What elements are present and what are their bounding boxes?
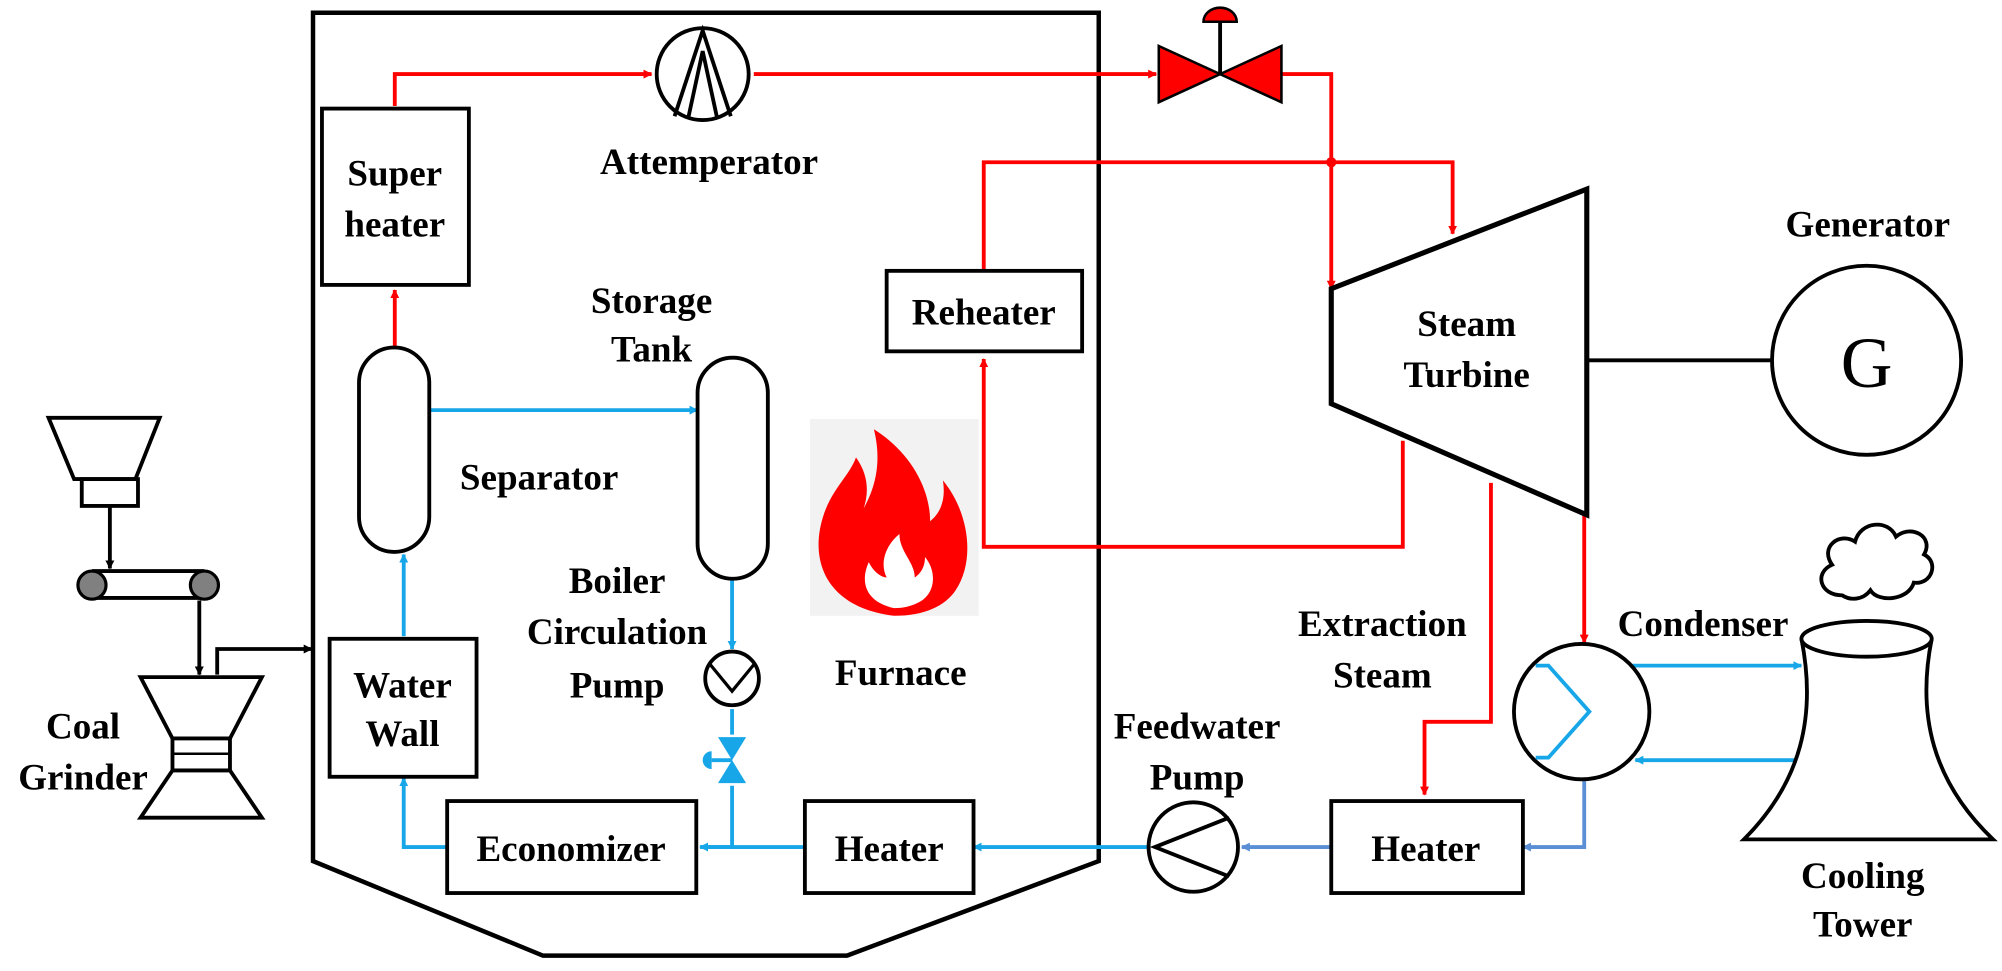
bcp-label-line2: Circulation [527,612,708,653]
coal-grinder-label-line1: Coal [46,706,120,747]
reheater-label: Reheater [912,293,1056,334]
attemperator-label: Attemperator [600,142,818,183]
economizer-label: Economizer [476,829,665,870]
steam-junction-dot [1326,157,1337,168]
feedwater-pump-label-line1: Feedwater [1114,706,1281,747]
steam-cloud-icon [1819,522,1935,601]
feedwater-pump: Feedwater Pump [1114,706,1281,894]
furnace-label: Furnace [835,653,967,694]
bcp-label-line3: Pump [570,666,665,707]
superheater-label-line2: heater [344,204,445,245]
separator-label: Separator [460,457,618,498]
storage-tank-label-line1: Storage [591,281,712,322]
cooling-tower: Cooling Tower [1739,618,1998,945]
generator: G Generator [1770,204,1964,457]
attemperator: Attemperator [600,24,818,183]
reheater: Reheater [884,268,1085,354]
condenser-label: Condenser [1618,604,1789,645]
condenser: Condenser [1512,604,1789,782]
condensate-lines [1240,778,1587,852]
storage-tank-label-line2: Tank [611,330,692,371]
steam-turbine: Steam Turbine [1328,185,1590,519]
turbine-label-line1: Steam [1417,304,1516,345]
heater-inner: Heater [802,799,976,895]
storage-tank: Storage Tank [591,281,770,581]
cooling-tower-label-line2: Tower [1813,904,1912,945]
turbine-label-line2: Turbine [1404,355,1530,396]
generator-label: Generator [1786,204,1951,245]
circulation-valve-icon [702,737,747,784]
superheater-label-line1: Super [347,153,442,194]
extraction-steam-label-line2: Steam [1333,655,1432,696]
separator: Separator [357,345,618,554]
heater-outer-label: Heater [1371,829,1480,870]
boiler-circulation-pump: Boiler Circulation Pump [527,561,761,708]
coal-grinder-label-line2: Grinder [18,758,148,799]
superheater: Super heater [320,106,471,287]
water-wall-label-line1: Water [353,666,452,707]
water-wall-label-line2: Wall [365,714,439,755]
boiler-enclosure [310,10,1101,958]
heater-inner-label: Heater [835,829,944,870]
extraction-steam-label-line1: Extraction [1298,604,1467,645]
coal-hopper-icon [45,415,163,508]
feedwater-pump-label-line2: Pump [1150,758,1245,799]
furnace-flame-icon [809,419,979,616]
water-wall: Water Wall [327,636,479,779]
coal-conveyor-icon [76,569,221,601]
heater-outer: Heater [1329,799,1525,895]
bcp-label-line1: Boiler [569,561,666,602]
economizer: Economizer [445,799,699,895]
coal-feed-lines [105,505,313,676]
coal-grinder: Coal Grinder [18,675,266,820]
control-valve-icon [1157,6,1283,105]
cooling-tower-label-line1: Cooling [1801,856,1925,897]
generator-symbol: G [1841,324,1893,403]
steam-lines [390,69,1589,796]
